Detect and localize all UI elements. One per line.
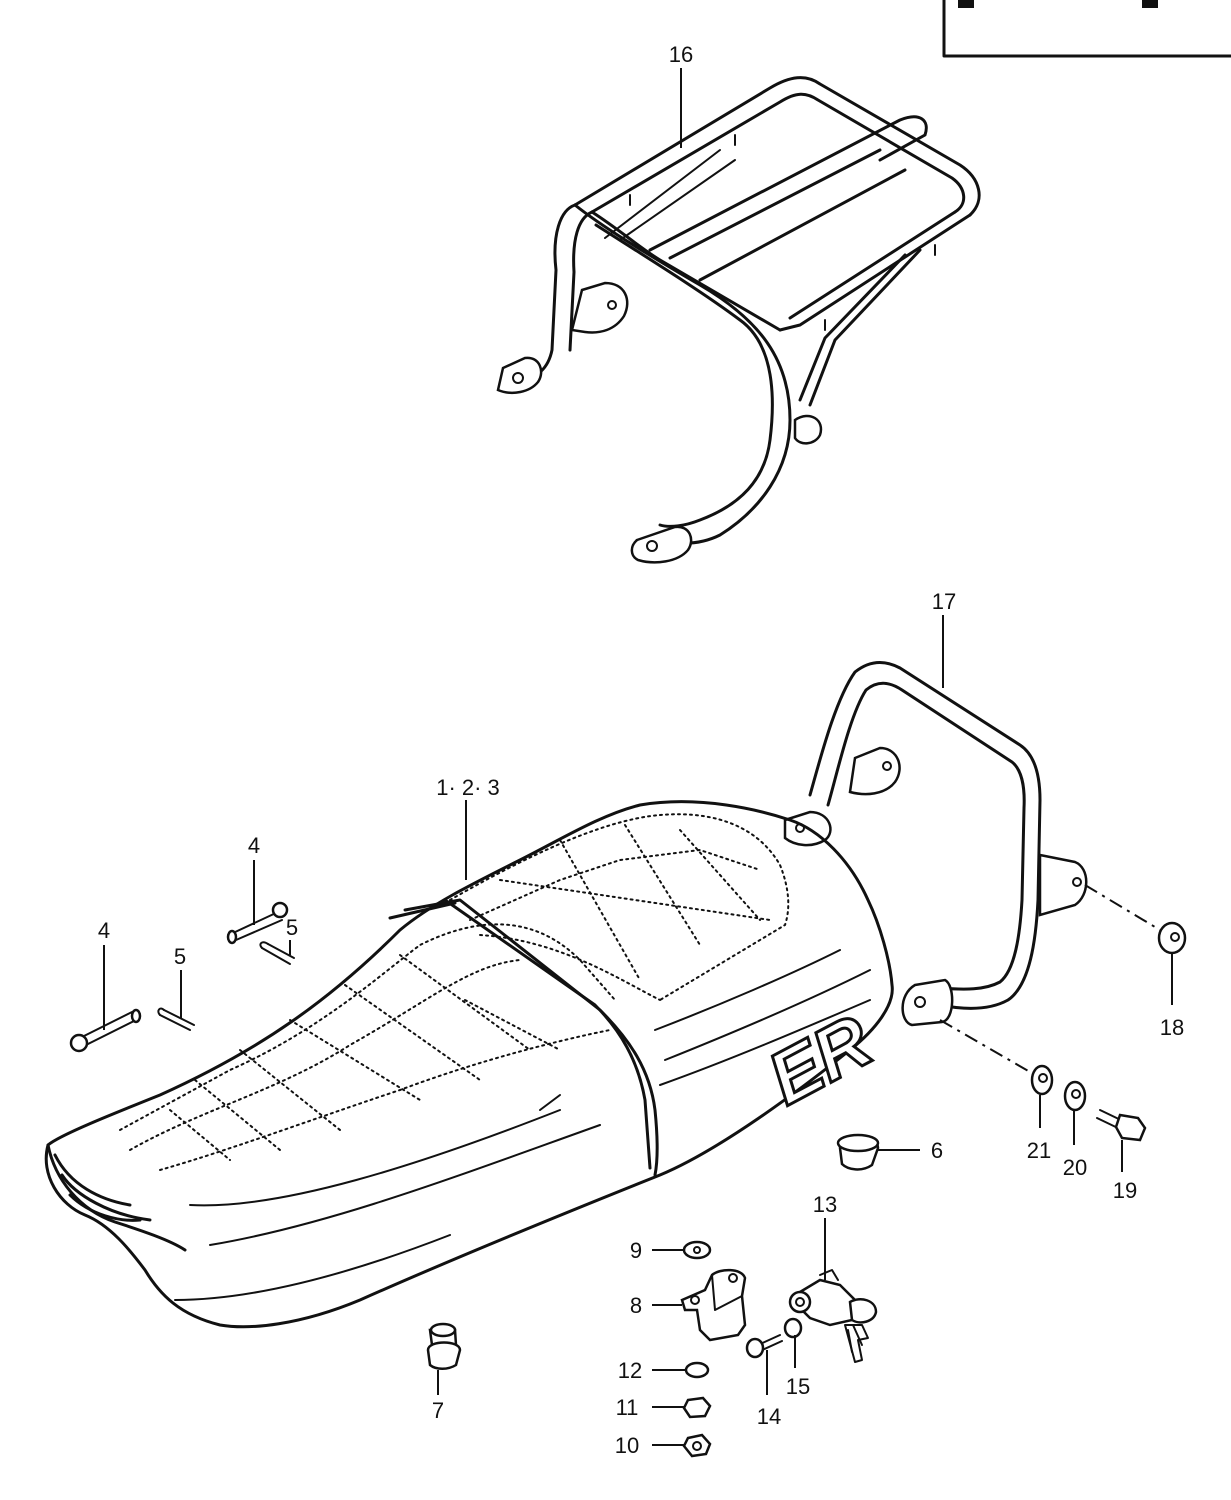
callout-14: 14 <box>757 1404 781 1429</box>
washer-18-hole <box>1170 932 1180 942</box>
centerline-18 <box>1084 884 1161 931</box>
callout-8: 8 <box>630 1293 642 1318</box>
callout-4-upper: 4 <box>248 833 260 858</box>
callout-17: 17 <box>932 589 956 614</box>
callout-16: 16 <box>669 42 693 67</box>
washer-21 <box>1030 1064 1054 1096</box>
callout-7: 7 <box>432 1398 444 1423</box>
callout-12: 12 <box>618 1358 642 1383</box>
pin-4-lower <box>69 1008 142 1053</box>
callout-9: 9 <box>630 1238 642 1263</box>
nut-11 <box>682 1396 712 1419</box>
cotter-pin-5-upper <box>259 941 295 965</box>
callout-15: 15 <box>786 1374 810 1399</box>
nut-10-hole <box>692 1441 702 1451</box>
callout-4-lower: 4 <box>98 918 110 943</box>
washer-9-hole <box>693 1246 701 1254</box>
callout-5-upper: 5 <box>286 915 298 940</box>
cushion-6 <box>836 1133 880 1171</box>
seat <box>44 800 894 1329</box>
cotter-pin-5-lower <box>157 1007 195 1031</box>
callout-21: 21 <box>1027 1138 1051 1163</box>
pin-4-upper <box>226 901 289 945</box>
callout-18: 18 <box>1160 1015 1184 1040</box>
callout-11: 11 <box>616 1395 639 1420</box>
nut-10 <box>682 1433 712 1458</box>
washer-15 <box>783 1317 803 1339</box>
washer-20 <box>1063 1080 1087 1112</box>
seat-lock-13 <box>788 1269 878 1363</box>
callout-10: 10 <box>615 1433 639 1458</box>
seat-logo: ER <box>755 999 885 1121</box>
callout-13: 13 <box>813 1192 837 1217</box>
bracket-8 <box>680 1268 747 1342</box>
washer-21-hole <box>1038 1073 1048 1083</box>
carrier-rack <box>496 76 981 564</box>
washer-12 <box>684 1361 710 1379</box>
callout-5-lower: 5 <box>174 944 186 969</box>
cushion-7 <box>426 1322 462 1370</box>
title-box-corner <box>942 0 1231 58</box>
bolt-19 <box>1096 1109 1147 1142</box>
centerline-21 <box>939 1019 1031 1073</box>
callout-20: 20 <box>1063 1155 1087 1180</box>
washer-9 <box>682 1240 712 1260</box>
callout-19: 19 <box>1113 1178 1137 1203</box>
callout-1-2-3: 1· 2· 3 <box>436 775 500 800</box>
callout-6: 6 <box>931 1138 943 1163</box>
screw-14 <box>745 1334 783 1359</box>
washer-20-hole <box>1071 1089 1081 1099</box>
